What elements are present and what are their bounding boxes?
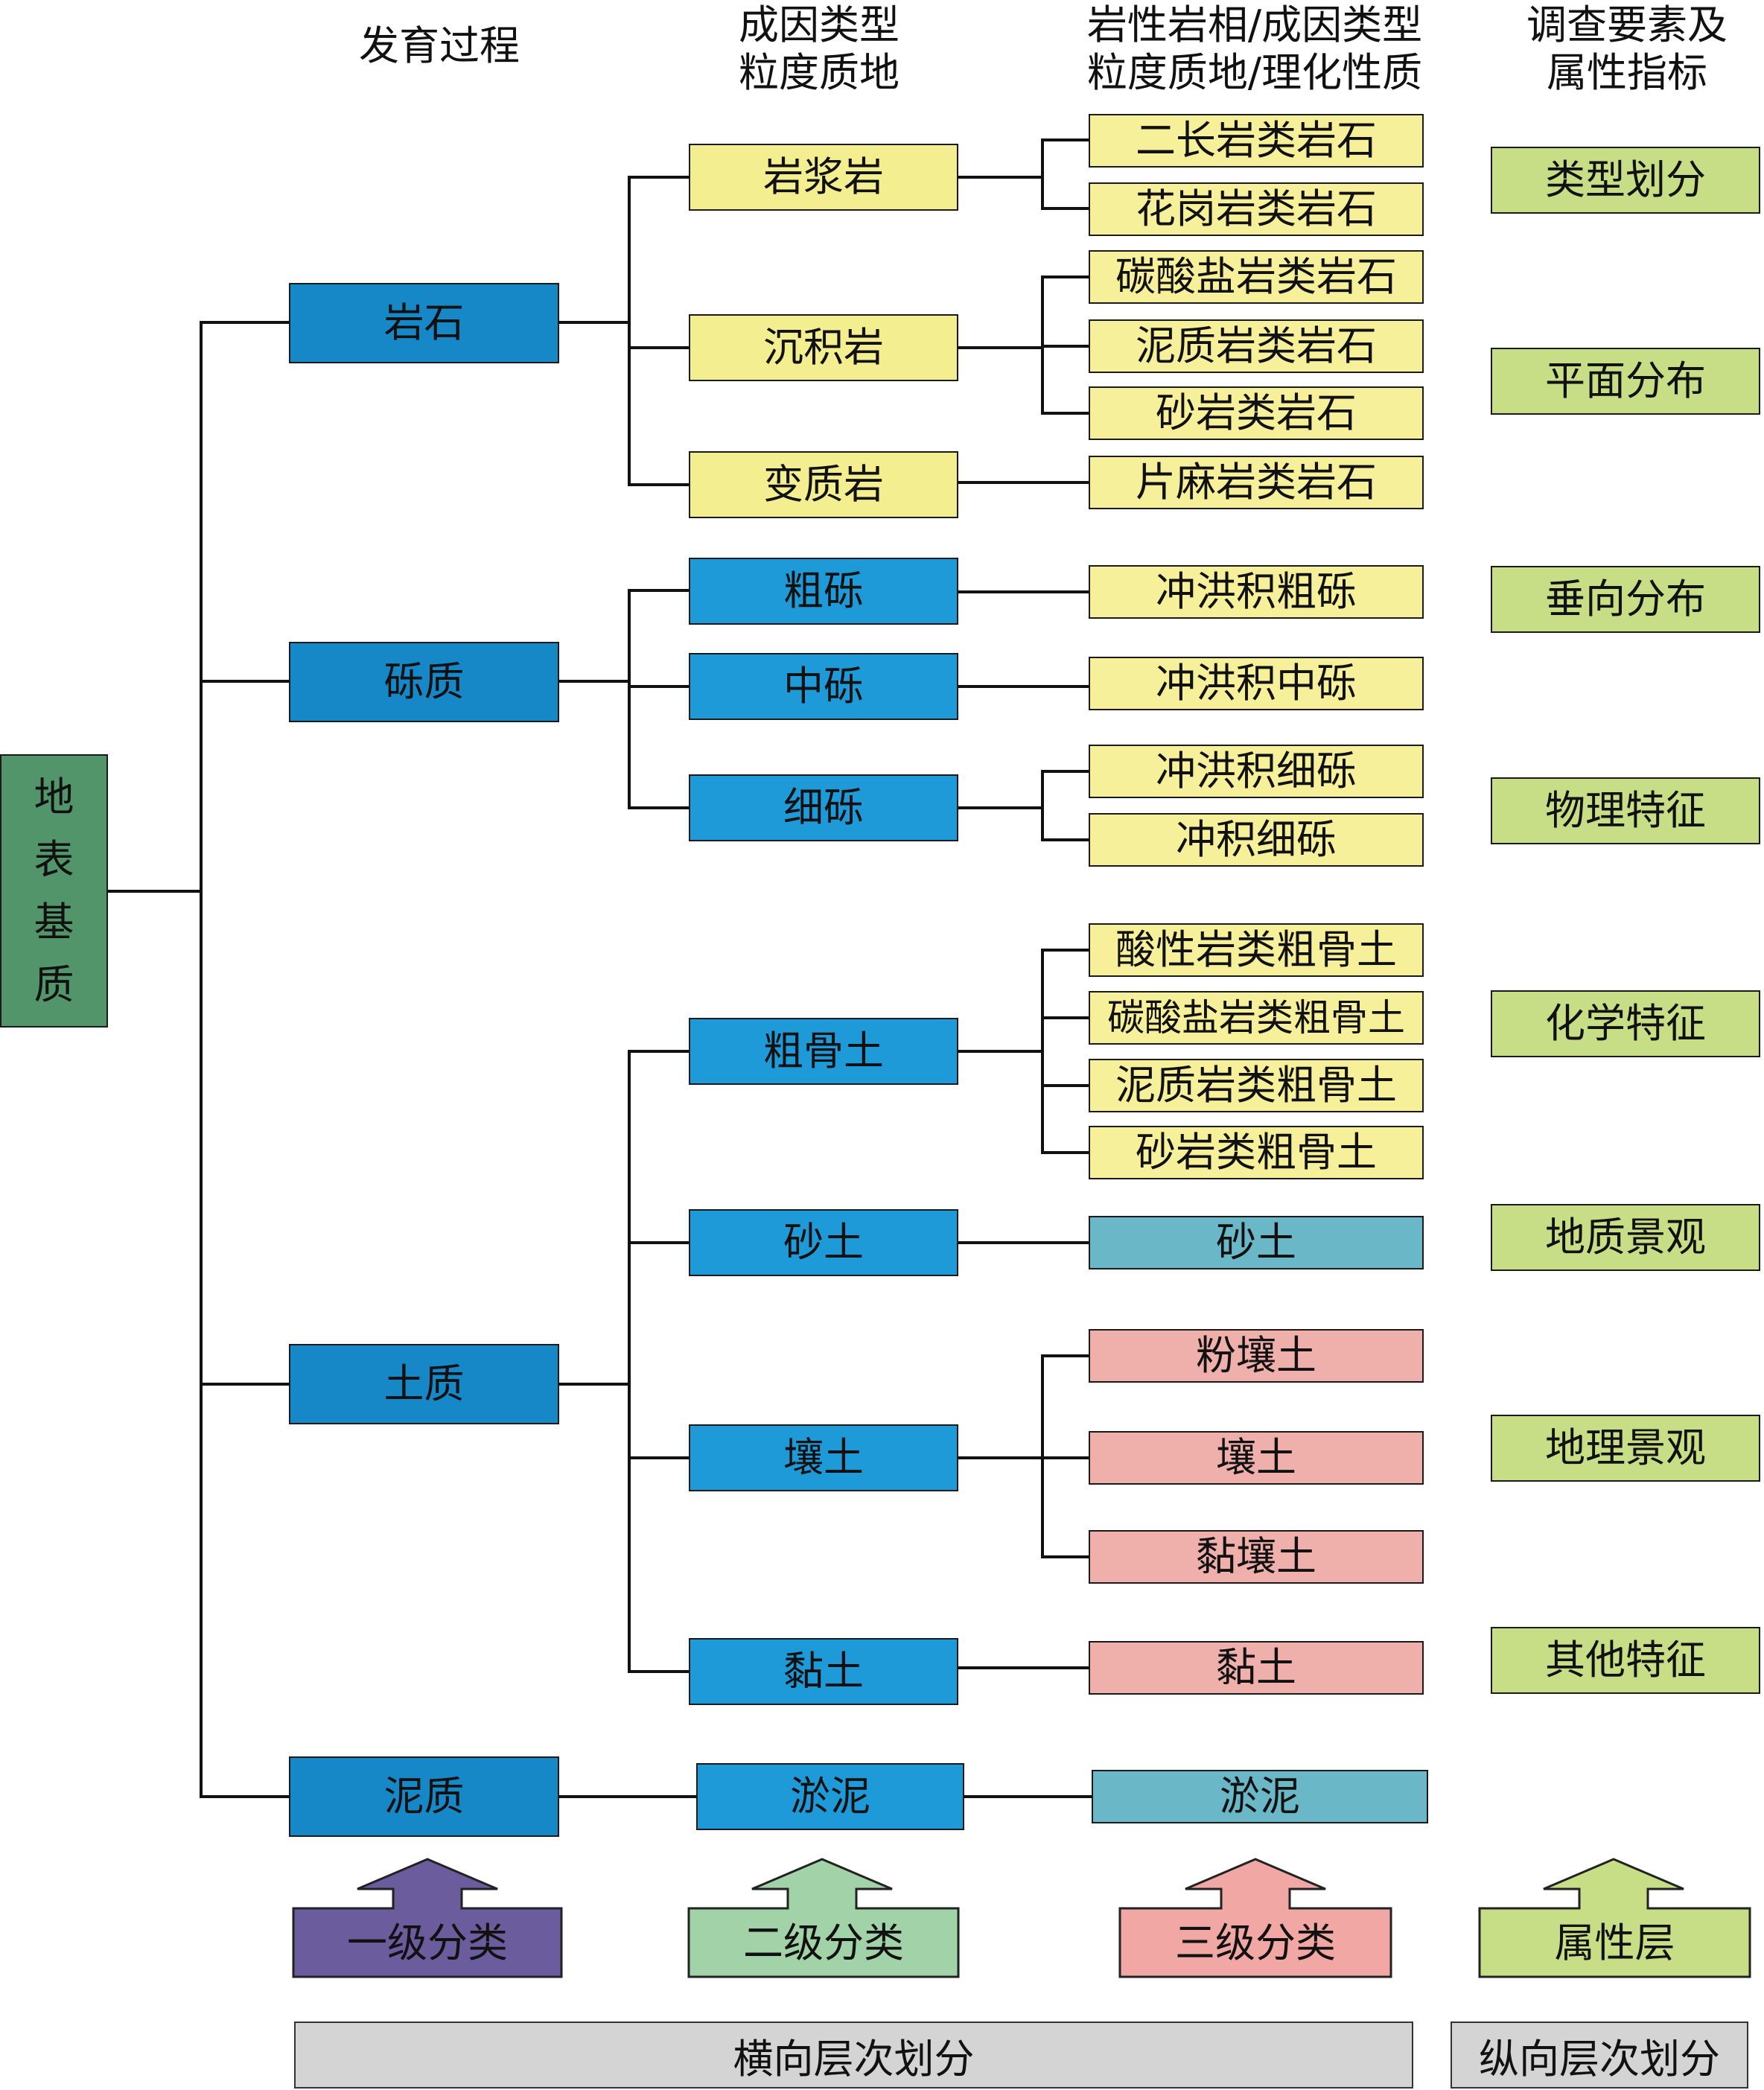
level3-node: 黏壤土 xyxy=(1089,1530,1424,1584)
level3-node: 冲积细砾 xyxy=(1089,813,1424,867)
level2-node: 中砾 xyxy=(689,653,958,720)
attribute-box: 地理景观 xyxy=(1491,1415,1760,1482)
header-development: 发育过程 xyxy=(359,22,520,69)
level3-node: 花岗岩类岩石 xyxy=(1089,182,1424,236)
level3-node: 二长岩类岩石 xyxy=(1089,114,1424,168)
arrow-label-attribute: 属性层 xyxy=(1554,1919,1675,1966)
level3-node: 淤泥 xyxy=(1092,1770,1428,1823)
attribute-box: 平面分布 xyxy=(1491,348,1760,415)
level2-node: 砂土 xyxy=(689,1209,958,1276)
level3-node: 冲洪积粗砾 xyxy=(1089,565,1424,619)
arrow1-shape xyxy=(292,1858,563,1978)
level3-node: 泥质岩类岩石 xyxy=(1089,319,1424,373)
arrow4-shape xyxy=(1478,1858,1751,1978)
level3-node: 泥质岩类粗骨土 xyxy=(1089,1059,1424,1112)
attribute-box: 垂向分布 xyxy=(1491,566,1760,633)
arrow-label-level3: 三级分类 xyxy=(1175,1919,1336,1966)
attribute-box: 其他特征 xyxy=(1491,1627,1760,1694)
level3-node: 酸性岩类粗骨土 xyxy=(1089,923,1424,977)
header-lithology: 岩性岩相/成因类型粒度质地/理化性质 xyxy=(1086,1,1423,96)
level3-node: 砂岩类岩石 xyxy=(1089,386,1424,440)
attribute-box: 物理特征 xyxy=(1491,777,1760,844)
level3-node: 片麻岩类岩石 xyxy=(1089,456,1424,509)
level1-node: 砾质 xyxy=(289,642,559,722)
attribute-box: 类型划分 xyxy=(1491,147,1760,214)
level3-node: 冲洪积细砾 xyxy=(1089,745,1424,798)
level2-node: 壤土 xyxy=(689,1424,958,1491)
attribute-box: 化学特征 xyxy=(1491,990,1760,1057)
level2-node: 黏土 xyxy=(689,1638,958,1705)
level3-node: 碳酸盐岩类粗骨土 xyxy=(1089,991,1424,1045)
arrow-label-level2: 二级分类 xyxy=(743,1919,904,1966)
level3-node: 黏土 xyxy=(1089,1641,1424,1695)
level3-node: 壤土 xyxy=(1089,1431,1424,1485)
level1-node: 泥质 xyxy=(289,1756,559,1837)
level2-node: 沉积岩 xyxy=(689,314,958,381)
vertical-division-bar: 纵向层次划分 xyxy=(1451,2021,1748,2089)
header-attributes: 调查要素及属性指标 xyxy=(1526,1,1728,96)
level3-node: 粉壤土 xyxy=(1089,1329,1424,1383)
level3-node: 砂岩类粗骨土 xyxy=(1089,1126,1424,1179)
level2-node: 细砾 xyxy=(689,774,958,841)
level1-node: 岩石 xyxy=(289,283,559,363)
root-node: 地表 基质 xyxy=(0,754,108,1028)
header-genesis: 成因类型粒度质地 xyxy=(739,1,899,96)
arrow2-shape xyxy=(687,1858,960,1978)
level3-node: 碳酸盐岩类岩石 xyxy=(1089,250,1424,304)
level2-node: 淤泥 xyxy=(696,1763,964,1830)
level2-node: 变质岩 xyxy=(689,451,958,518)
level2-node: 粗砾 xyxy=(689,558,958,625)
horizontal-division-bar: 横向层次划分 xyxy=(294,2021,1413,2089)
attribute-box: 地质景观 xyxy=(1491,1204,1760,1271)
level3-node: 砂土 xyxy=(1089,1216,1424,1269)
level2-node: 岩浆岩 xyxy=(689,144,958,211)
level2-node: 粗骨土 xyxy=(689,1018,958,1085)
arrow3-shape xyxy=(1118,1858,1392,1978)
arrow-label-level1: 一级分类 xyxy=(347,1919,508,1966)
level3-node: 冲洪积中砾 xyxy=(1089,657,1424,710)
level1-node: 土质 xyxy=(289,1344,559,1424)
